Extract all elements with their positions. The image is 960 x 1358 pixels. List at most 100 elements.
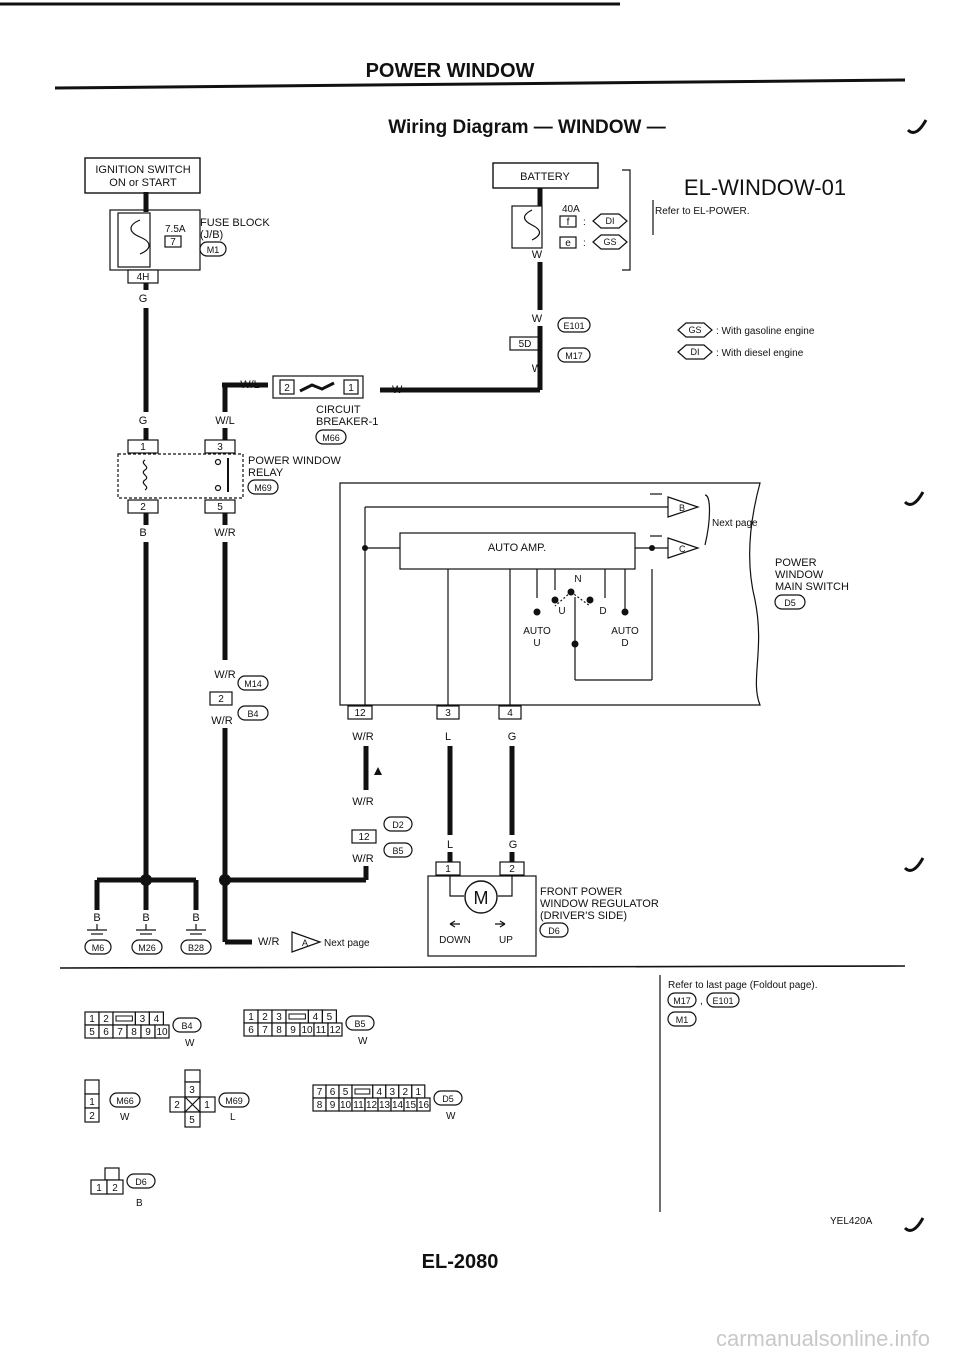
connector-pin-cell (327, 1022, 343, 1037)
connector-pin-number: 3 (140, 1014, 146, 1025)
legend-gs-text: : With gasoline engine (716, 326, 815, 337)
svg-text:AUTO AMP.: AUTO AMP. (488, 542, 546, 554)
ground-m26 (131, 939, 163, 955)
connector-pin-number: 3 (390, 1087, 396, 1098)
conn-m66-tag (315, 429, 347, 445)
svg-text:L: L (230, 1112, 236, 1123)
svg-text:B: B (679, 503, 685, 513)
svg-text:5D: 5D (519, 339, 532, 350)
svg-text:B28: B28 (188, 943, 204, 953)
svg-text:W/R: W/R (214, 669, 235, 681)
svg-text::: : (583, 217, 586, 228)
svg-text:BATTERY: BATTERY (520, 171, 570, 183)
svg-text:U: U (533, 638, 540, 649)
svg-text:40A: 40A (562, 204, 580, 215)
connector-pin-number: 6 (103, 1027, 109, 1038)
svg-text:B: B (139, 527, 146, 539)
svg-text:1: 1 (96, 1183, 102, 1194)
relay-coil (142, 459, 148, 491)
svg-text:2: 2 (218, 694, 224, 705)
connector-pin-number: 2 (103, 1014, 109, 1025)
svg-text:M1: M1 (676, 1015, 689, 1025)
connector-pin-number: 5 (327, 1012, 333, 1023)
connector-color: W (185, 1038, 195, 1049)
connector-lock (115, 1015, 133, 1022)
svg-text:M6: M6 (92, 943, 105, 953)
svg-text:1: 1 (445, 864, 451, 875)
connector-name-tag (172, 1017, 202, 1033)
svg-text:2: 2 (509, 864, 515, 875)
svg-text:M69: M69 (254, 483, 272, 493)
pin-4h (127, 269, 159, 284)
connector-pin-cell (416, 1097, 431, 1112)
connector-pin-number: 13 (379, 1100, 391, 1111)
connector-pin-number: 12 (366, 1100, 378, 1111)
refer-foldout: Refer to last page (Foldout page). (668, 980, 818, 991)
conn-m17 (557, 347, 591, 363)
svg-text:3: 3 (189, 1085, 195, 1096)
svg-text:2: 2 (174, 1100, 180, 1111)
conn-b5-tag (383, 842, 413, 858)
conn-m14 (237, 675, 269, 691)
refer-el-power: Refer to EL-POWER. (655, 206, 749, 217)
svg-text:2: 2 (140, 502, 146, 513)
legend-di-text: : With diesel engine (716, 348, 804, 359)
arrow-up (495, 920, 506, 928)
connector-name: D5 (442, 1094, 454, 1104)
connector-pin-number: 11 (316, 1025, 327, 1036)
conn-d6-tag (539, 922, 569, 938)
connector-pin-number: 10 (301, 1025, 313, 1036)
flag-a (291, 931, 322, 953)
svg-text:BREAKER-1: BREAKER-1 (316, 416, 378, 428)
svg-text:UP: UP (499, 935, 513, 946)
svg-text:WINDOW REGULATOR: WINDOW REGULATOR (540, 898, 659, 910)
connector-pin-number: 7 (262, 1025, 268, 1036)
front-power-window-regulator (427, 875, 537, 957)
connector-pin-number: 1 (416, 1087, 422, 1098)
svg-text:CIRCUIT: CIRCUIT (316, 404, 361, 416)
svg-text:WINDOW: WINDOW (775, 569, 824, 581)
svg-text:W/R: W/R (258, 936, 279, 948)
connector-pin-number: 10 (340, 1100, 352, 1111)
fuse-block-jb: 7.5A 7 FUSE BLOCK (J/B) M1 (109, 209, 270, 271)
connector-lock (288, 1013, 306, 1020)
svg-text:L: L (445, 731, 451, 743)
ground-b28 (180, 939, 212, 955)
svg-text:,: , (700, 996, 703, 1007)
connector-pin-number: 14 (392, 1100, 404, 1111)
svg-text:U: U (558, 606, 565, 617)
figure-code: YEL420A (830, 1216, 873, 1227)
svg-text:4: 4 (507, 708, 513, 719)
connector-name: B5 (354, 1019, 365, 1029)
ground-m6 (84, 939, 112, 955)
wire-label-g: G (139, 293, 148, 305)
conn-b4-tag (237, 705, 269, 721)
power-window-relay (117, 453, 244, 499)
connector-pin-number: 4 (313, 1012, 319, 1023)
conn-m69-tag (247, 479, 279, 495)
connector-d6: 1 2 D6 B (90, 1167, 156, 1209)
connector-pin-number: 1 (248, 1012, 254, 1023)
svg-text:GS: GS (688, 325, 701, 335)
svg-text:12: 12 (354, 708, 366, 719)
connector-pin-number: 12 (329, 1025, 341, 1036)
watermark: carmanualsonline.info (716, 1326, 930, 1351)
svg-text:W/R: W/R (211, 715, 232, 727)
ground-symbols (87, 924, 206, 935)
svg-text:W: W (392, 384, 403, 396)
conn-d5-tag (774, 594, 806, 610)
connector-pin-number: 9 (145, 1027, 151, 1038)
svg-text:M: M (474, 888, 489, 908)
svg-text:B: B (93, 912, 100, 924)
connector-pin-number: 8 (317, 1100, 323, 1111)
diagram-code: EL-WINDOW-01 (684, 175, 846, 200)
connector-pin-number: 16 (418, 1100, 430, 1111)
connector-name: B4 (181, 1021, 192, 1031)
svg-text:D2: D2 (392, 820, 404, 830)
legend-gs-badge (677, 322, 713, 338)
svg-text:3: 3 (445, 708, 451, 719)
title-rule (54, 78, 906, 90)
svg-text:1: 1 (204, 1100, 210, 1111)
motor-symbol (464, 880, 498, 914)
svg-text:DI: DI (606, 216, 615, 226)
